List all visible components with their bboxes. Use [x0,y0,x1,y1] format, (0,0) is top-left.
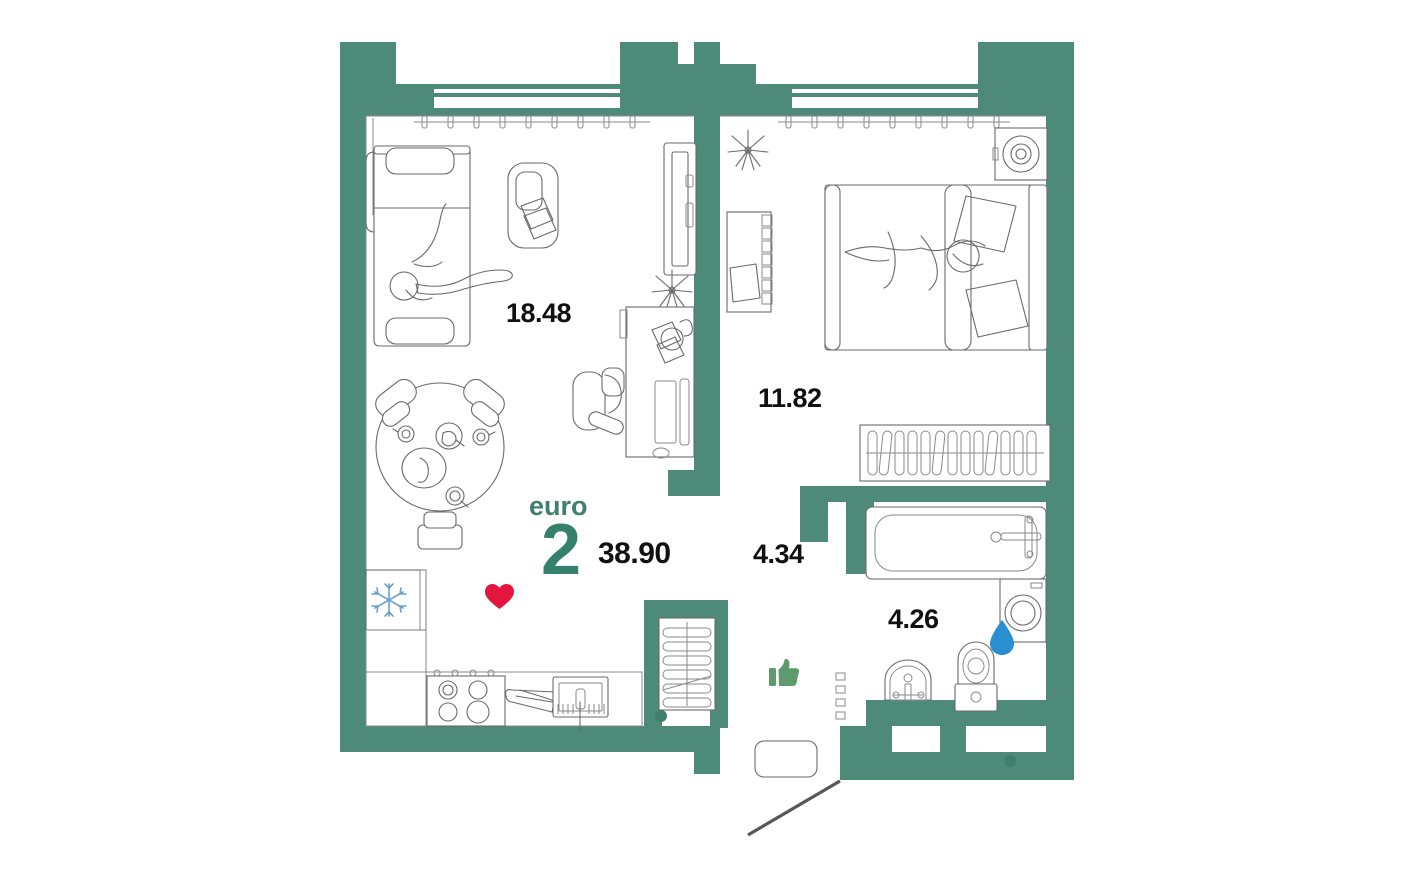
cutting-board [505,689,557,713]
kitchen-floor-marker [655,710,667,722]
person-on-bed [844,231,986,291]
dining-chairs [375,378,505,550]
wall-vent-ticks [835,672,846,720]
entrance-door-leaf [747,779,841,837]
bedroom-furniture [726,115,1048,351]
thumbs-up-icon [769,658,800,686]
wall-outer-bottom-left [340,726,720,752]
rooms-count-label: 2 [541,510,581,590]
toilet [954,641,998,712]
wall-bath-left-jamb [866,700,892,780]
curtain-rod-living [414,115,650,129]
walls-group [340,42,1074,780]
wall-below-window-right [792,108,978,116]
area-label-bedroom: 11.82 [758,383,822,413]
wall-bottom-left-drop [694,726,720,774]
window-glazing-left-inner [434,93,620,97]
tv [663,142,697,276]
washbasin [884,659,932,701]
desk [619,306,695,459]
office-chair [572,367,625,435]
wall-below-window-left [434,108,620,116]
area-label-bathroom: 4.26 [888,604,939,634]
person-on-sofa [389,203,513,301]
window-glazing-right-outer [792,84,978,89]
wall-bottom-entry-jamb [840,726,866,780]
snowflake-icon [371,583,407,617]
wall-outer-right-upper [1046,42,1074,272]
door-mat [754,740,818,778]
bathtub [865,506,1047,580]
double-bed [824,184,1048,351]
wall-top-center-pier [620,42,678,116]
wall-bath-mid-partition [940,700,966,780]
wall-wardrobe-top [644,600,728,620]
dresser-bedroom [726,211,773,313]
wall-top-right-mid [756,84,792,116]
nightstand-lamp [992,127,1048,181]
wall-interior-living-bedroom [694,42,720,116]
wardrobe [658,617,716,711]
living-room-furniture [365,115,697,459]
wall-wardrobe-left [644,600,662,728]
sofa [365,145,471,347]
cooktop [426,669,506,727]
wall-interior-living-hall-spur [668,470,720,496]
wall-top-left-stub [340,42,396,84]
coffee-table [507,162,559,249]
water-drop-icon [990,620,1014,655]
bathroom-fixtures [859,424,1051,767]
hallway-furniture [658,617,841,837]
area-label-hallway: 4.34 [753,539,804,569]
plant-bedroom [727,129,769,171]
kitchen-sink [552,676,609,733]
window-glazing-right-inner [792,93,978,97]
curtain-rod-bedroom [778,115,1010,129]
wall-interior-living-bedroom-2 [694,116,720,366]
wall-top-left [340,84,434,116]
round-dining-table [375,378,505,550]
heart-icon [485,584,514,609]
towel-radiator [859,424,1051,482]
bathroom-floor-marker [1004,755,1016,767]
plant-living [651,269,693,311]
total-area-label: 38.90 [598,537,671,570]
wall-outer-right-lower [1046,268,1074,768]
brand-label-euro: euro [529,491,588,521]
wall-outer-left [340,42,366,752]
area-label-living-room: 18.48 [506,298,572,328]
refrigerator [365,569,427,631]
kitchen-furniture [365,378,667,733]
window-glazing-left-outer [434,84,620,89]
wall-top-right [978,84,1074,116]
wall-bedroom-bath-divider [800,486,1060,502]
